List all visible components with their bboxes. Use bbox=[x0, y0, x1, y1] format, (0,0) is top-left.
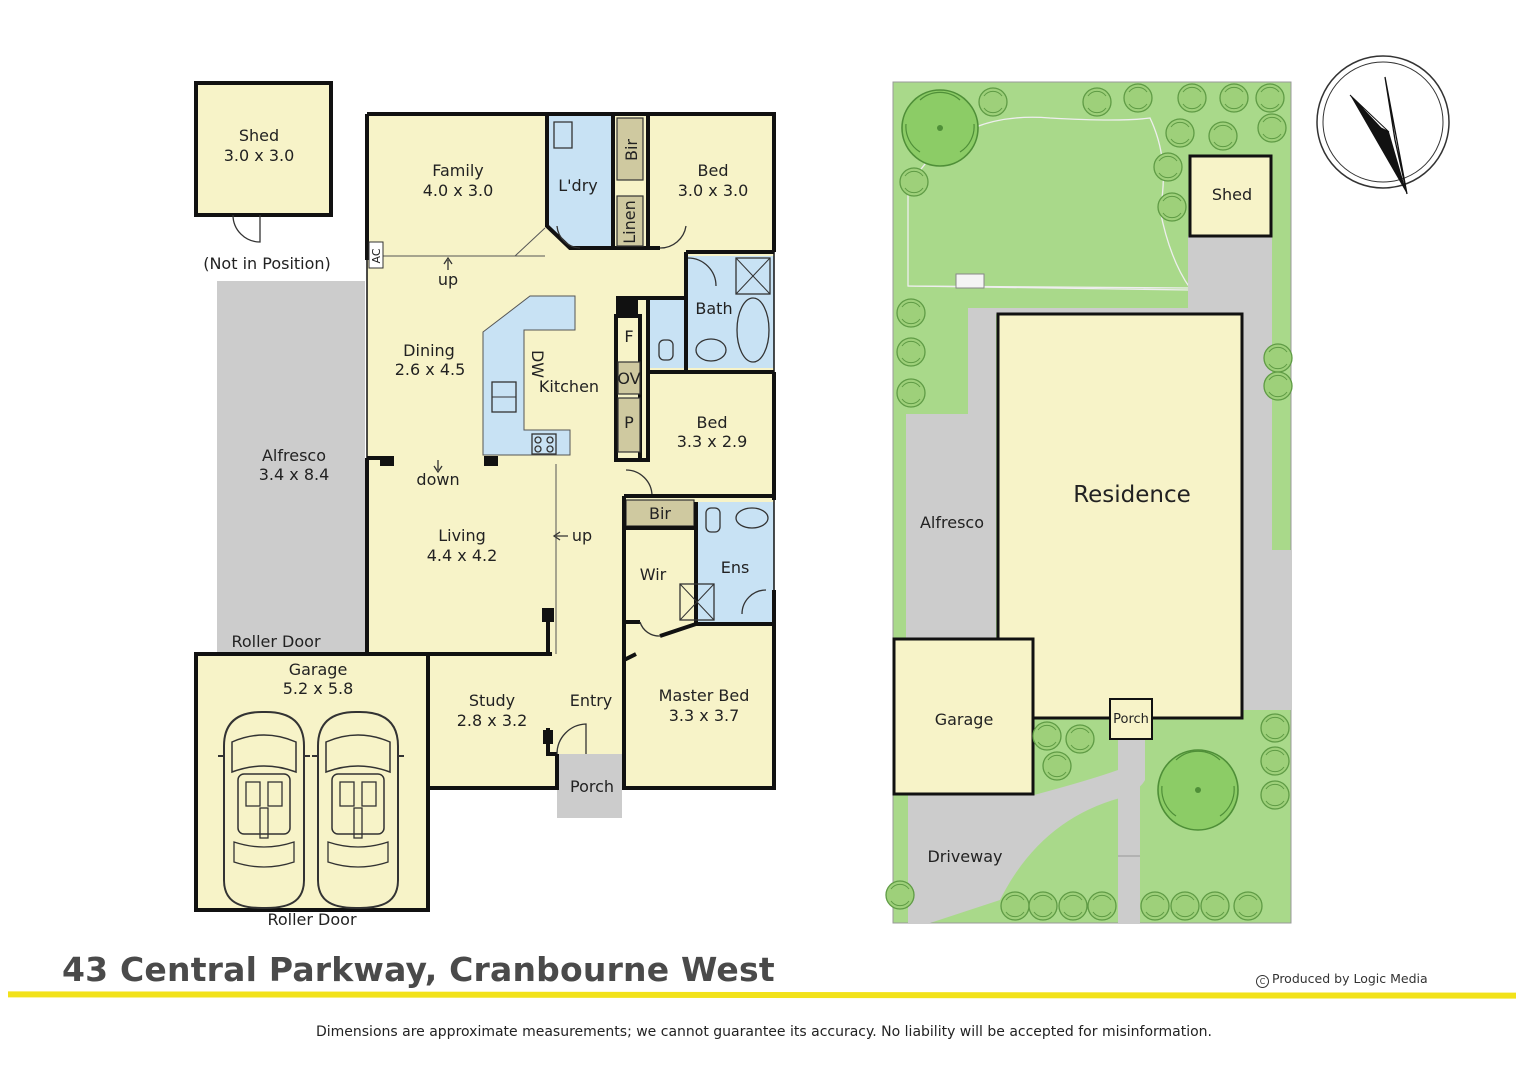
fixture-oven: OV bbox=[617, 369, 640, 388]
site-label-driveway: Driveway bbox=[927, 847, 1002, 866]
room-name-dining: Dining bbox=[403, 341, 455, 360]
stairs-up-2: up bbox=[572, 526, 592, 545]
site-label-garage: Garage bbox=[935, 710, 994, 729]
room-name-laundry: L'dry bbox=[558, 176, 598, 195]
copyright-icon: C bbox=[1256, 975, 1269, 988]
site-label-alfresco: Alfresco bbox=[920, 513, 984, 532]
room-dims-family: 4.0 x 3.0 bbox=[423, 181, 494, 200]
fixture-fridge: F bbox=[624, 327, 633, 346]
shed-position-note: (Not in Position) bbox=[203, 254, 331, 273]
fixture-pantry: P bbox=[624, 413, 634, 432]
room-name-porch: Porch bbox=[570, 777, 614, 796]
fixture-linen: Linen bbox=[620, 200, 639, 243]
room-name-living: Living bbox=[438, 526, 486, 545]
alfresco-area bbox=[217, 281, 365, 654]
room-name-family: Family bbox=[432, 161, 483, 180]
room-dims-master: 3.3 x 3.7 bbox=[669, 706, 740, 725]
room-name-bath: Bath bbox=[695, 299, 732, 318]
room-name-wir: Wir bbox=[640, 565, 667, 584]
room-name-ens: Ens bbox=[721, 558, 750, 577]
room-name-bed3: Bed bbox=[697, 413, 728, 432]
fixture-bir-mid: Bir bbox=[649, 504, 671, 523]
room-name-garage: Garage bbox=[289, 660, 348, 679]
roller-door-top: Roller Door bbox=[231, 632, 320, 651]
roller-door-bottom: Roller Door bbox=[267, 910, 356, 929]
room-name-kitchen: Kitchen bbox=[539, 377, 599, 396]
room-dims-living: 4.4 x 4.2 bbox=[427, 546, 498, 565]
stairs-down: down bbox=[416, 470, 459, 489]
fixture-bir-top: Bir bbox=[622, 139, 641, 161]
floorplan-drawing: Shed 3.0 x 3.0 (Not in Position) Family … bbox=[194, 55, 1450, 929]
stairs-up-1: up bbox=[438, 270, 458, 289]
room-dims-bed3: 3.3 x 2.9 bbox=[677, 432, 748, 451]
room-dims-alfresco: 3.4 x 8.4 bbox=[259, 465, 330, 484]
room-name-alfresco: Alfresco bbox=[262, 446, 326, 465]
room-name-bed2: Bed bbox=[698, 161, 729, 180]
site-label-shed: Shed bbox=[1212, 185, 1252, 204]
property-address: 43 Central Parkway, Cranbourne West bbox=[62, 950, 775, 989]
room-name-master: Master Bed bbox=[659, 686, 750, 705]
room-dims-shed: 3.0 x 3.0 bbox=[224, 146, 295, 165]
room-dims-bed2: 3.0 x 3.0 bbox=[678, 181, 749, 200]
producer-credit-text: Produced by Logic Media bbox=[1272, 971, 1428, 986]
room-dims-study: 2.8 x 3.2 bbox=[457, 711, 528, 730]
fixture-dishwasher: DW bbox=[528, 350, 547, 378]
site-label-porch: Porch bbox=[1113, 712, 1149, 727]
accent-divider bbox=[7, 991, 1517, 999]
porch-area bbox=[557, 754, 622, 818]
fixture-ac: AC bbox=[370, 248, 383, 263]
floor-plan: Shed 3.0 x 3.0 (Not in Position) Family … bbox=[194, 81, 776, 929]
room-name-shed: Shed bbox=[239, 126, 279, 145]
room-dims-dining: 2.6 x 4.5 bbox=[395, 360, 466, 379]
site-plan: Shed Residence Alfresco Garage Porch Dri… bbox=[885, 81, 1293, 924]
room-name-study: Study bbox=[469, 691, 515, 710]
room-dims-garage: 5.2 x 5.8 bbox=[283, 679, 354, 698]
site-label-residence: Residence bbox=[1073, 482, 1191, 508]
north-compass-icon bbox=[1316, 55, 1450, 195]
room-name-entry: Entry bbox=[570, 691, 613, 710]
disclaimer-text: Dimensions are approximate measurements;… bbox=[315, 1024, 1213, 1040]
